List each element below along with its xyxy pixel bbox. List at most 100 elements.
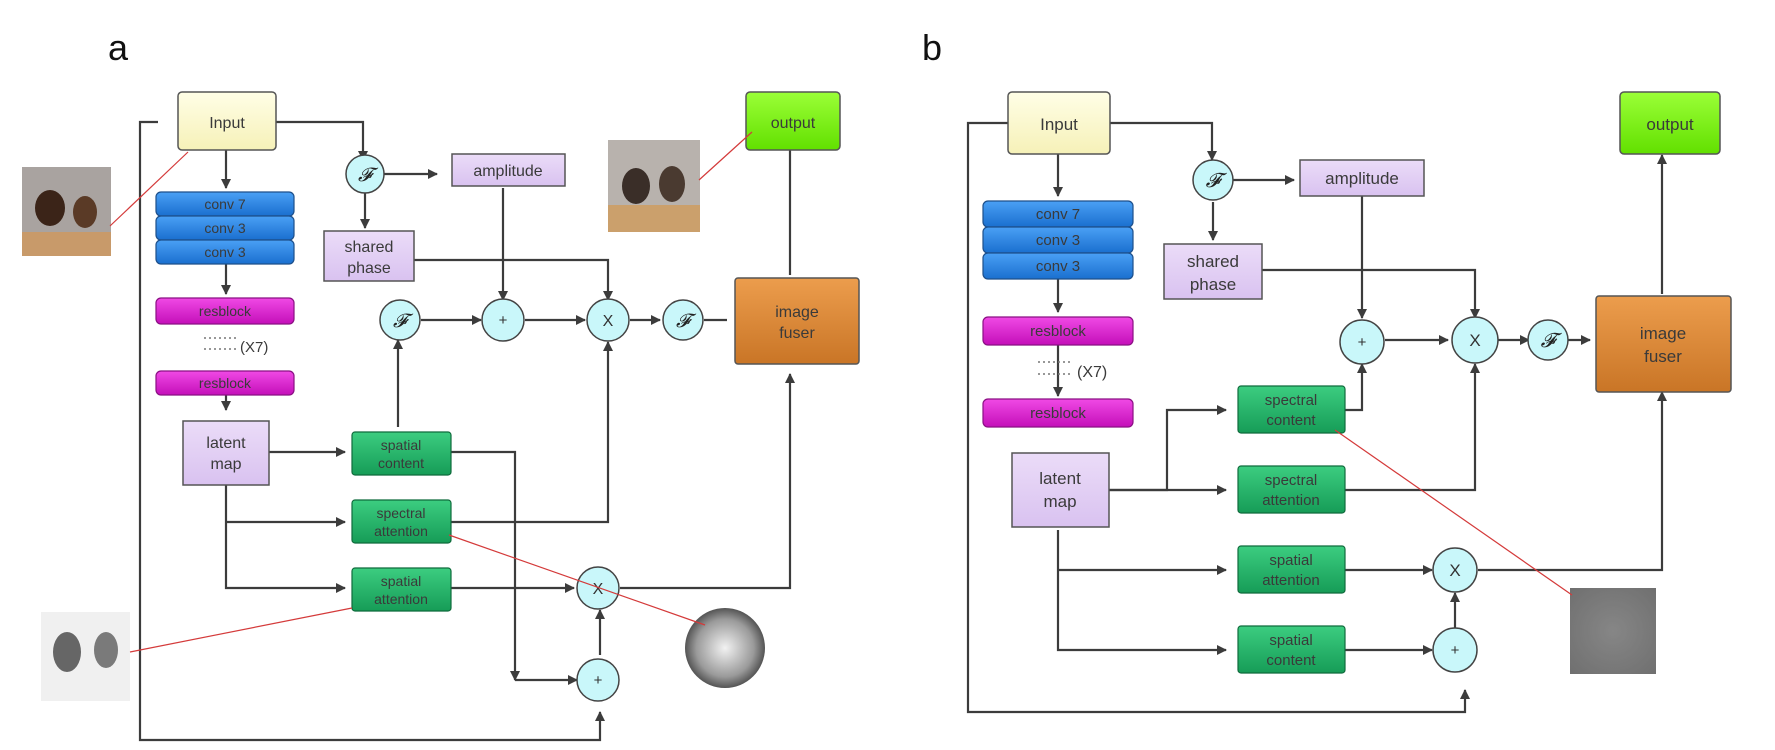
- output-node: output: [745, 91, 841, 151]
- panel-b-label: b: [922, 27, 942, 68]
- conv3b-label: conv 3: [1036, 258, 1080, 275]
- spatial-attention-thumbnail: [41, 612, 130, 701]
- svg-text:output: output: [1646, 115, 1694, 134]
- svg-text:fuser: fuser: [779, 325, 815, 342]
- svg-text:+: +: [1451, 642, 1460, 659]
- spatial-content-node: spatial content: [1237, 625, 1346, 674]
- spectral-attention-thumbnail: [681, 604, 770, 693]
- resblock-2: resblock: [155, 370, 295, 396]
- output-image-thumbnail: [608, 140, 700, 232]
- spatial-content-node: spatial content: [351, 431, 452, 476]
- svg-text:phase: phase: [1190, 275, 1236, 294]
- times-op-top: X: [1451, 316, 1499, 364]
- svg-text:content: content: [1266, 652, 1316, 669]
- svg-text:shared: shared: [1187, 252, 1239, 271]
- fourier-op-top: 𝓕: [345, 154, 385, 194]
- svg-text:spatial: spatial: [1269, 552, 1312, 569]
- conv7-label: conv 7: [1036, 206, 1080, 223]
- svg-text:latent: latent: [206, 435, 246, 452]
- svg-text:map: map: [1043, 492, 1076, 511]
- svg-text:content: content: [378, 455, 424, 471]
- resblock-2: resblock: [982, 398, 1134, 428]
- svg-text:spectral: spectral: [1265, 392, 1318, 409]
- image-fuser-node: image fuser: [734, 277, 860, 365]
- repeat-indicator: (X7): [1038, 361, 1107, 381]
- svg-text:resblock: resblock: [1030, 323, 1086, 340]
- spatial-attention-node: spatial attention: [1237, 545, 1346, 594]
- svg-text:X: X: [593, 581, 604, 598]
- spectral-attention-node: spectral attention: [351, 499, 452, 544]
- times-op-bottom: X: [1432, 547, 1478, 593]
- fourier-op-mid: 𝓕: [379, 299, 421, 341]
- times-op-top: X: [586, 298, 630, 342]
- conv-stack: conv 7 conv 3 conv 3: [982, 200, 1134, 280]
- svg-text:(X7): (X7): [1077, 364, 1107, 381]
- latent-map-node: latent map: [1011, 452, 1110, 528]
- svg-text:attention: attention: [374, 591, 428, 607]
- svg-text:fuser: fuser: [1644, 347, 1682, 366]
- fourier-op-top: 𝓕: [1192, 159, 1234, 201]
- plus-op-bottom: +: [1432, 627, 1478, 673]
- svg-text:resblock: resblock: [199, 303, 252, 319]
- shared-phase-node: shared phase: [1163, 243, 1263, 300]
- plus-op-bottom: +: [576, 658, 620, 702]
- amplitude-node: amplitude: [451, 153, 566, 187]
- svg-text:resblock: resblock: [1030, 405, 1086, 422]
- callout-lines: [109, 131, 753, 653]
- svg-text:+: +: [594, 672, 603, 689]
- latent-map-node: latent map: [182, 420, 270, 486]
- svg-text:Input: Input: [1040, 115, 1078, 134]
- svg-text:X: X: [1449, 561, 1460, 580]
- shared-phase-node: shared phase: [323, 230, 415, 282]
- svg-text:amplitude: amplitude: [473, 163, 542, 180]
- amplitude-node: amplitude: [1299, 159, 1425, 197]
- svg-text:amplitude: amplitude: [1325, 169, 1399, 188]
- svg-text:spectral: spectral: [1265, 472, 1318, 489]
- svg-text:image: image: [775, 304, 819, 321]
- resblock-1: resblock: [155, 297, 295, 325]
- resblock-1: resblock: [982, 316, 1134, 346]
- svg-text:spatial: spatial: [381, 573, 421, 589]
- svg-text:spectral: spectral: [376, 505, 425, 521]
- conv3b-label: conv 3: [204, 244, 245, 260]
- spatial-attention-node: spatial attention: [351, 567, 452, 612]
- svg-text:X: X: [603, 313, 614, 330]
- svg-text:spatial: spatial: [381, 437, 421, 453]
- svg-text:shared: shared: [345, 239, 394, 256]
- svg-text:content: content: [1266, 412, 1316, 429]
- image-fuser-node: image fuser: [1595, 295, 1732, 393]
- fourier-op-right: 𝓕: [662, 299, 704, 341]
- svg-text:attention: attention: [1262, 492, 1320, 509]
- panel-b-connections: [966, 121, 1667, 714]
- svg-text:latent: latent: [1039, 469, 1081, 488]
- svg-text:attention: attention: [374, 523, 428, 539]
- svg-text:spatial: spatial: [1269, 632, 1312, 649]
- spectral-content-thumbnail: [1570, 588, 1656, 674]
- input-node: Input: [177, 91, 277, 151]
- svg-text:phase: phase: [347, 260, 391, 277]
- conv7-label: conv 7: [204, 196, 245, 212]
- spectral-attention-node: spectral attention: [1237, 465, 1346, 514]
- conv-stack: conv 7 conv 3 conv 3: [155, 191, 295, 265]
- input-image-thumbnail: [22, 167, 111, 256]
- panel-a-label: a: [108, 27, 129, 68]
- svg-text:+: +: [499, 312, 508, 329]
- svg-text:+: +: [1358, 334, 1367, 351]
- svg-text:image: image: [1640, 324, 1686, 343]
- conv3a-label: conv 3: [204, 220, 245, 236]
- fourier-op-right: 𝓕: [1527, 319, 1569, 361]
- svg-text:output: output: [771, 115, 816, 132]
- svg-text:X: X: [1469, 331, 1480, 350]
- svg-text:Input: Input: [209, 115, 245, 132]
- callout-lines: [1334, 429, 1573, 596]
- output-node: output: [1619, 91, 1721, 155]
- repeat-indicator: (X7): [204, 337, 268, 356]
- panel-a: a: [22, 27, 860, 742]
- conv3a-label: conv 3: [1036, 232, 1080, 249]
- input-node: Input: [1007, 91, 1111, 155]
- plus-op-top: +: [481, 298, 525, 342]
- svg-text:(X7): (X7): [240, 339, 268, 356]
- panel-b: b Input: [922, 27, 1732, 714]
- spectral-content-node: spectral content: [1237, 385, 1346, 434]
